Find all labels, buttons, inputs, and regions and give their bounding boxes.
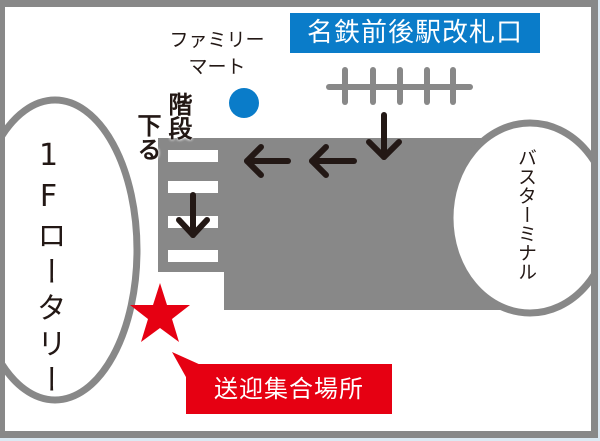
rotary-label-line1: 1F — [31, 138, 66, 220]
bus-terminal-label: バスターミナル — [515, 148, 537, 281]
map-canvas — [5, 7, 591, 431]
convenience-store-label: ファミリー マート — [152, 27, 282, 81]
rotary-area — [5, 96, 141, 404]
convenience-store-line2: マート — [188, 56, 246, 78]
star-marker-icon — [130, 283, 190, 342]
store-location-dot — [229, 88, 259, 118]
arrow-down-icon — [176, 192, 210, 238]
station-exit-label: 名鉄前後駅改札口 — [290, 13, 540, 53]
arrow-left-icon — [244, 144, 291, 178]
stairs-down-label: 下る — [133, 113, 161, 161]
rotary-label-line2: ロータリー — [31, 220, 66, 400]
stairs-label: 階段 — [164, 92, 192, 140]
bus-terminal-area — [446, 119, 591, 317]
meeting-point-label: 送迎集合場所 — [186, 364, 392, 414]
arrow-left-icon — [309, 144, 357, 178]
stair-step — [168, 181, 218, 193]
convenience-store-line1: ファミリー — [169, 29, 265, 51]
ticket-gate-icon — [326, 67, 473, 105]
map-graphics — [5, 67, 591, 404]
stair-step — [168, 150, 218, 162]
rotary-label: 1Fロータリー — [30, 138, 66, 400]
arrow-down-icon — [366, 112, 402, 160]
stair-step — [168, 250, 218, 262]
